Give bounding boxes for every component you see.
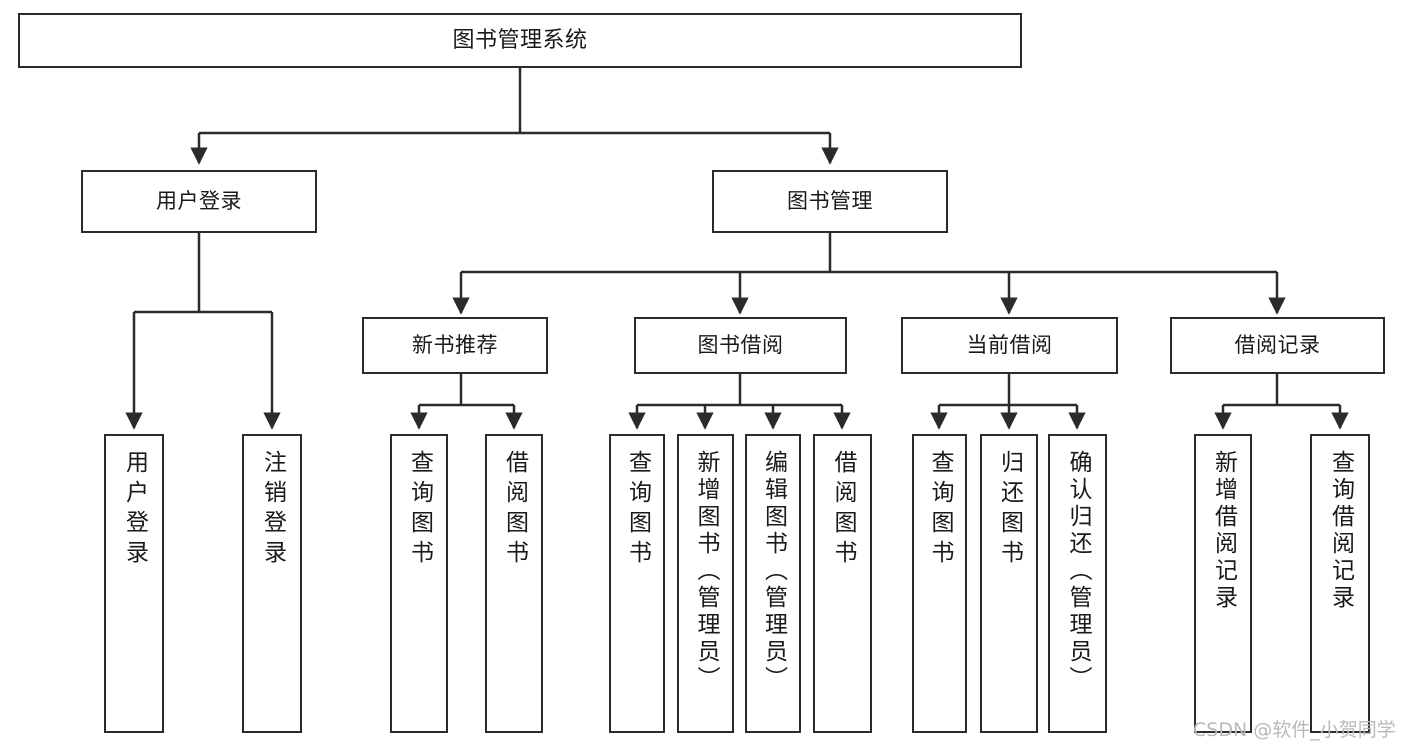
csdn-watermark: CSDN @软件_小贺同学	[1193, 719, 1396, 741]
node-root-system[interactable]: 图书管理系统	[18, 13, 1022, 68]
node-label: 新增借阅记录	[1210, 450, 1237, 612]
node-book-management[interactable]: 图书管理	[712, 170, 948, 233]
node-label: 查询图书	[927, 450, 953, 570]
node-book-borrow[interactable]: 图书借阅	[634, 317, 847, 374]
node-label: 用户登录	[156, 189, 242, 214]
node-label: 借阅图书	[830, 450, 856, 570]
leaf-user-login[interactable]: 用户登录	[104, 434, 164, 733]
leaf-borrow-book-recommend[interactable]: 借阅图书	[485, 434, 543, 733]
node-label: 新增图书（管理员）	[693, 450, 719, 693]
node-borrow-record[interactable]: 借阅记录	[1170, 317, 1385, 374]
node-label: 查询图书	[624, 450, 651, 570]
leaf-query-borrow-record[interactable]: 查询借阅记录	[1310, 434, 1370, 733]
node-label: 注销登录	[259, 450, 286, 570]
node-label: 当前借阅	[966, 333, 1053, 358]
node-label: 编辑图书（管理员）	[760, 450, 787, 693]
node-label: 新书推荐	[412, 333, 498, 358]
node-user-login[interactable]: 用户登录	[81, 170, 317, 233]
leaf-borrow-book[interactable]: 借阅图书	[813, 434, 872, 733]
leaf-query-book-current[interactable]: 查询图书	[912, 434, 967, 733]
node-label: 查询图书	[406, 450, 433, 570]
node-label: 图书借阅	[697, 333, 784, 358]
node-label: 确认归还（管理员）	[1065, 450, 1091, 693]
node-label: 借阅图书	[501, 450, 528, 570]
leaf-add-borrow-record[interactable]: 新增借阅记录	[1194, 434, 1252, 733]
node-label: 借阅记录	[1234, 333, 1321, 358]
node-label: 图书管理	[787, 189, 873, 214]
node-label: 用户登录	[121, 450, 148, 570]
leaf-return-book[interactable]: 归还图书	[980, 434, 1038, 733]
node-label: 图书管理系统	[452, 27, 588, 53]
leaf-add-book-admin[interactable]: 新增图书（管理员）	[677, 434, 734, 733]
leaf-query-book-recommend[interactable]: 查询图书	[390, 434, 448, 733]
leaf-confirm-return-admin[interactable]: 确认归还（管理员）	[1048, 434, 1107, 733]
leaf-edit-book-admin[interactable]: 编辑图书（管理员）	[745, 434, 801, 733]
leaf-query-book-borrow[interactable]: 查询图书	[609, 434, 665, 733]
node-current-borrow[interactable]: 当前借阅	[901, 317, 1118, 374]
node-label: 查询借阅记录	[1327, 450, 1354, 612]
node-new-book-recommend[interactable]: 新书推荐	[362, 317, 548, 374]
node-label: 归还图书	[996, 450, 1023, 570]
leaf-logout[interactable]: 注销登录	[242, 434, 302, 733]
